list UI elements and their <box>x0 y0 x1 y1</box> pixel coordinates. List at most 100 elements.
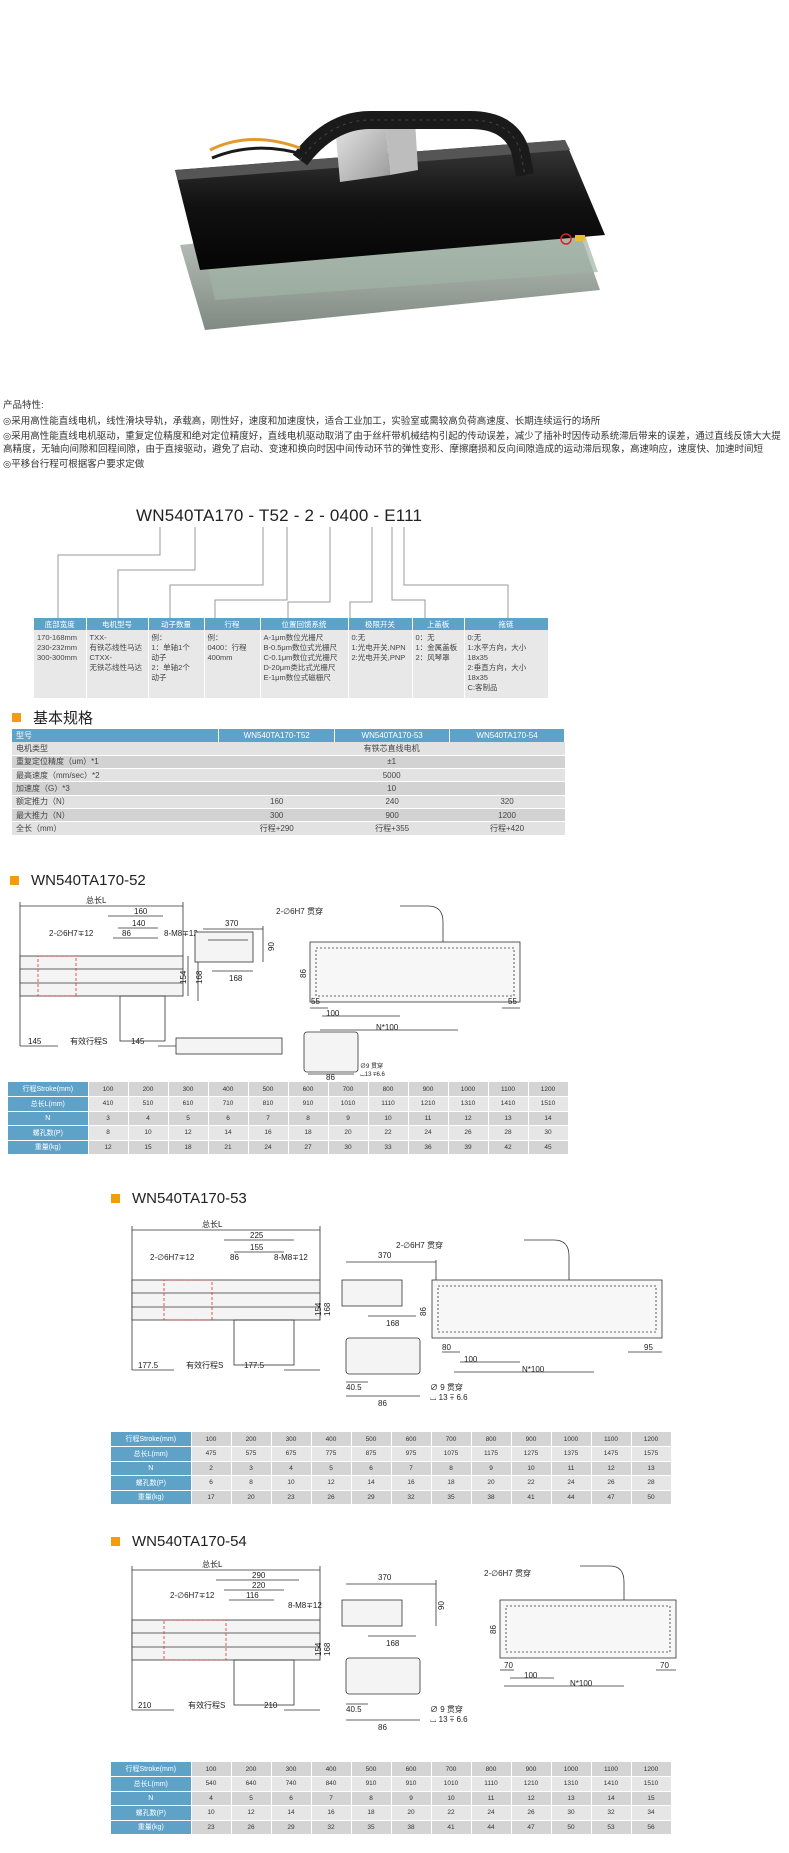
dim-d2: 140 <box>132 919 146 928</box>
stroke-cell: 700 <box>328 1082 369 1097</box>
stroke-cell: 11 <box>551 1461 592 1476</box>
stroke-cell: 300 <box>271 1762 312 1777</box>
stroke-cell: 600 <box>391 1432 432 1447</box>
stroke-cell: 32 <box>311 1820 352 1835</box>
stroke-cell: 38 <box>391 1820 432 1835</box>
spec-value: 160 <box>218 795 335 809</box>
stroke-cell: 10 <box>511 1461 552 1476</box>
spec-value: 300 <box>218 808 335 823</box>
dim-h2: 168 <box>323 1642 332 1656</box>
stroke-cell: 1200 <box>631 1432 672 1447</box>
spec-header: WN540TA170-54 <box>449 729 565 742</box>
stroke-row-label: 重量(kg) <box>111 1820 192 1835</box>
dim-hole: 2-∅6H7∓12 <box>49 929 94 938</box>
stroke-cell: 21 <box>208 1140 249 1155</box>
stroke-cell: 300 <box>168 1082 209 1097</box>
stroke-cell: 16 <box>248 1125 289 1141</box>
stroke-row-label: N <box>8 1111 89 1126</box>
spec-value: 240 <box>334 795 450 809</box>
stroke-cell: 300 <box>271 1432 312 1447</box>
stroke-cell: 800 <box>471 1432 512 1447</box>
stroke-cell: 400 <box>208 1082 249 1097</box>
dim-hole: 2-∅6H7∓12 <box>150 1253 195 1262</box>
stroke-cell: 500 <box>248 1082 289 1097</box>
stroke-cell: 1175 <box>471 1446 512 1462</box>
dim-w370: 370 <box>378 1573 392 1582</box>
stroke-cell: 27 <box>288 1140 329 1155</box>
opt-head: 位置回馈系统 <box>260 618 349 630</box>
dim-vN: N*100 <box>376 1023 399 1032</box>
stroke-cell: 14 <box>528 1111 569 1126</box>
stroke-row-label: 总长L(mm) <box>111 1776 192 1792</box>
stroke-cell: 1475 <box>591 1446 632 1462</box>
opt-head: 拖链 <box>464 618 549 630</box>
stroke-cell: 12 <box>311 1475 352 1491</box>
spec-header: WN540TA170-53 <box>334 729 451 742</box>
dim-end2: 145 <box>131 1037 145 1046</box>
dim-d2: 155 <box>250 1243 264 1252</box>
dim-top-hole: 2-∅6H7 贯穿 <box>276 906 323 916</box>
dim-h90: 90 <box>437 1601 446 1610</box>
dim-s13: ⌴ 13 ∓ 6.6 <box>430 1393 468 1402</box>
stroke-cell: 1200 <box>528 1082 569 1097</box>
stroke-cell: 3 <box>231 1461 272 1476</box>
stroke-cell: 4 <box>191 1791 232 1806</box>
dim-h2: 168 <box>195 970 204 984</box>
stroke-cell: 26 <box>511 1805 552 1821</box>
stroke-cell: 35 <box>431 1490 472 1505</box>
stroke-cell: 8 <box>231 1475 272 1491</box>
stroke-row-label: 总长L(mm) <box>111 1446 192 1462</box>
stroke-cell: 900 <box>511 1762 552 1777</box>
stroke-cell: 12 <box>448 1111 489 1126</box>
stroke-cell: 17 <box>191 1490 232 1505</box>
stroke-cell: 800 <box>471 1762 512 1777</box>
stroke-cell: 840 <box>311 1776 352 1792</box>
linear-stage-illustration <box>175 111 605 330</box>
stroke-cell: 50 <box>551 1820 592 1835</box>
spec-value: 1200 <box>449 808 565 823</box>
stroke-cell: 20 <box>391 1805 432 1821</box>
stroke-cell: 1575 <box>631 1446 672 1462</box>
stroke-row-label: 行程Stroke(mm) <box>8 1082 89 1097</box>
dim-h2: 168 <box>323 1302 332 1316</box>
stroke-cell: 30 <box>528 1125 569 1141</box>
stroke-cell: 56 <box>631 1820 672 1835</box>
stroke-cell: 900 <box>408 1082 449 1097</box>
dim-v86: 86 <box>419 1307 428 1316</box>
stroke-cell: 12 <box>168 1125 209 1141</box>
stroke-cell: 8 <box>288 1111 329 1126</box>
dim-s86: 86 <box>326 1073 335 1080</box>
stroke-cell: 1110 <box>368 1096 409 1112</box>
spec-label: 加速度（G）*3 <box>12 781 219 796</box>
stroke-cell: 810 <box>248 1096 289 1112</box>
stroke-cell: 33 <box>368 1140 409 1155</box>
stroke-cell: 200 <box>231 1762 272 1777</box>
opt-head: 极限开关 <box>348 618 413 630</box>
stroke-cell: 10 <box>271 1475 312 1491</box>
stroke-cell: 7 <box>391 1461 432 1476</box>
spec-value: ±1 <box>218 755 565 770</box>
stroke-cell: 875 <box>351 1446 392 1462</box>
dim-end: 177.5 <box>138 1361 159 1370</box>
feature-line: ◎平移台行程可根据客户要求定做 <box>3 459 145 470</box>
stroke-cell: 1010 <box>431 1776 472 1792</box>
dim-d3: 116 <box>246 1591 259 1600</box>
stroke-cell: 11 <box>408 1111 449 1126</box>
dim-total: 总长L <box>202 1220 223 1229</box>
dim-v100: 100 <box>524 1671 538 1680</box>
stroke-cell: 500 <box>351 1432 392 1447</box>
stroke-cell: 28 <box>631 1475 672 1491</box>
stroke-cell: 910 <box>351 1776 392 1792</box>
model-52-drawing: 总长L 160 140 2-∅6H7∓12 86 8-M8∓12 154 168… <box>8 896 548 1080</box>
stroke-cell: 910 <box>391 1776 432 1792</box>
spec-section-title: 基本规格 <box>12 707 93 728</box>
stroke-cell: 22 <box>511 1475 552 1491</box>
